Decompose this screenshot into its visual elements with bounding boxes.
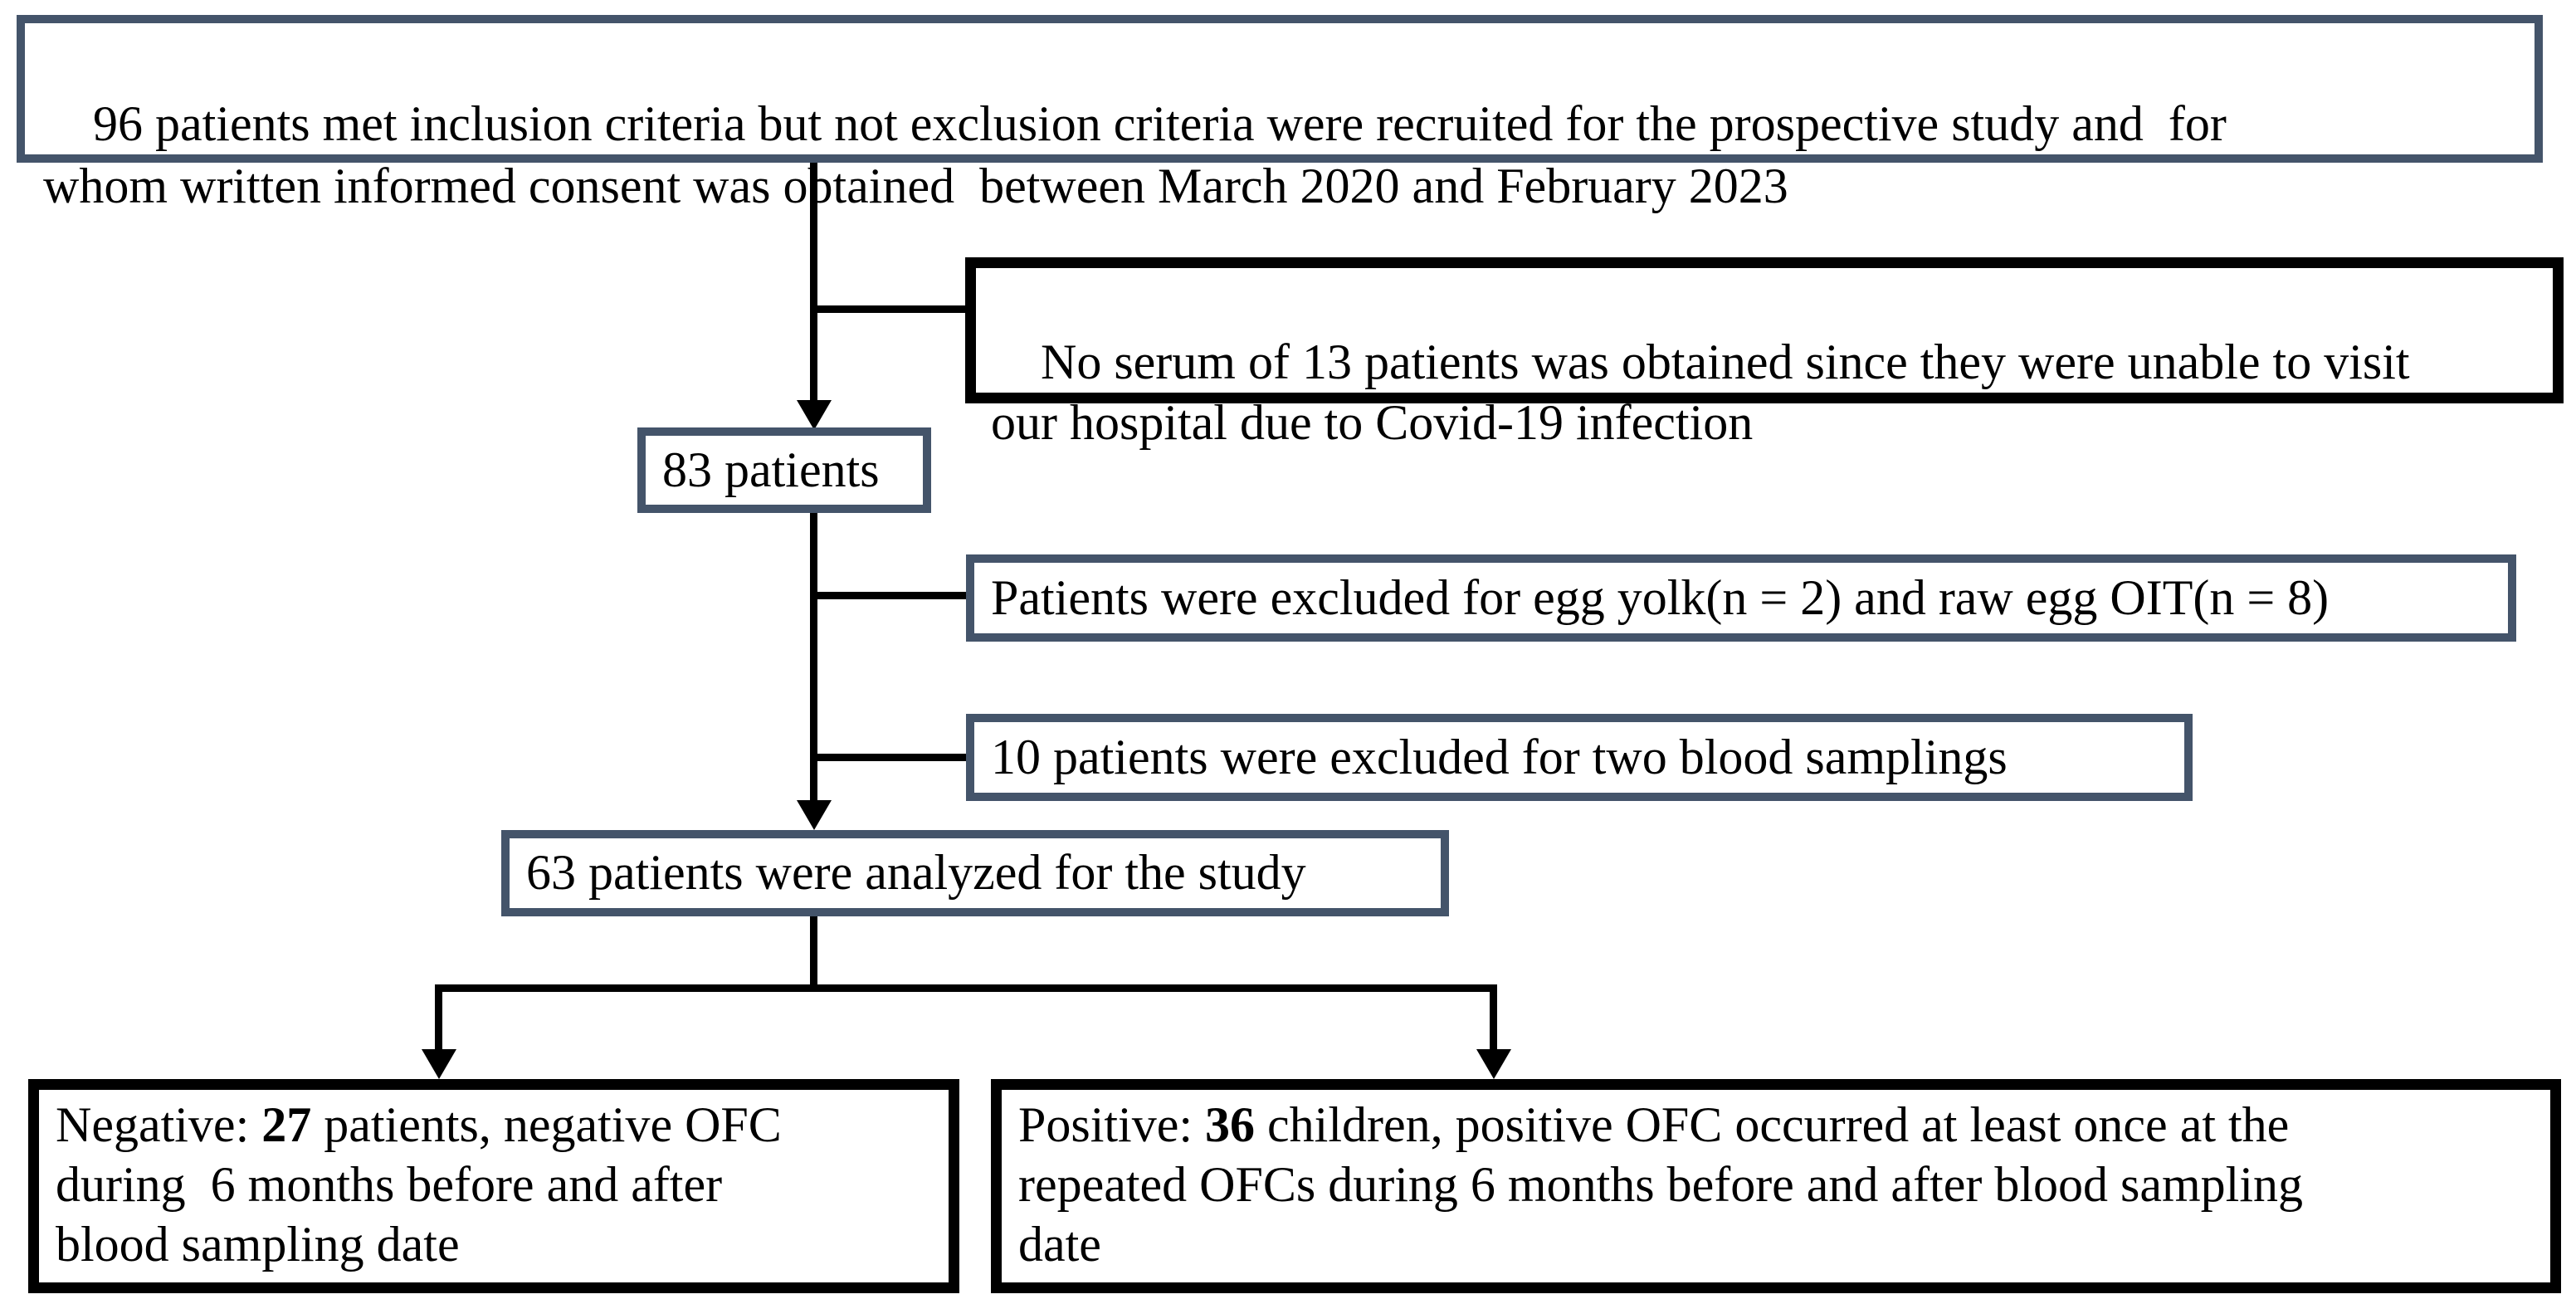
box-83-patients-text: 83 patients (662, 442, 880, 497)
connector-branch-no-serum (813, 305, 967, 313)
box-recruited-patients-text: 96 patients met inclusion criteria but n… (43, 95, 2227, 214)
down-arrowhead-icon (1476, 1049, 1511, 1079)
box-egg-exclusion: Patients were excluded for egg yolk(n = … (966, 554, 2516, 642)
box-63-analyzed-text: 63 patients were analyzed for the study (526, 845, 1306, 901)
negative-patient-count: 27 (261, 1097, 312, 1152)
box-negative-outcome-prefix: Negative: (56, 1097, 262, 1152)
box-negative-outcome-suffix: patients, negative OFC during 6 months b… (56, 1097, 782, 1272)
down-arrowhead-icon (797, 800, 832, 830)
down-arrowhead-icon (797, 400, 832, 430)
box-no-serum-excluded: No serum of 13 patients was obtained sin… (965, 257, 2564, 450)
box-83-patients: 83 patients (637, 427, 931, 513)
connector-split-bar (435, 984, 1497, 992)
connector-split-to-positive (1490, 984, 1497, 1052)
positive-patient-count: 36 (1205, 1097, 1256, 1152)
connector-83-to-63 (810, 513, 817, 803)
box-no-serum-excluded-text: No serum of 13 patients was obtained sin… (991, 335, 2410, 451)
box-blood-sampling-exclusion: 10 patients were excluded for two blood … (966, 714, 2193, 801)
connector-63-to-split (810, 916, 817, 989)
box-egg-exclusion-text: Patients were excluded for egg yolk(n = … (991, 569, 2330, 625)
connector-top-to-83 (810, 163, 817, 403)
box-positive-outcome-prefix: Positive: (1018, 1097, 1206, 1152)
connector-split-to-negative (435, 984, 442, 1052)
box-blood-sampling-exclusion-text: 10 patients were excluded for two blood … (991, 729, 2008, 784)
down-arrowhead-icon (422, 1049, 456, 1079)
connector-branch-egg-exclusion (813, 592, 968, 599)
box-negative-outcome: Negative: 27 patients, negative OFC duri… (28, 1079, 959, 1293)
box-positive-outcome: Positive: 36 children, positive OFC occu… (991, 1079, 2561, 1293)
box-positive-outcome-suffix: children, positive OFC occurred at least… (1018, 1097, 2303, 1272)
box-63-analyzed: 63 patients were analyzed for the study (501, 830, 1449, 916)
connector-branch-blood-sampling-exclusion (813, 754, 968, 761)
box-recruited-patients: 96 patients met inclusion criteria but n… (17, 15, 2543, 213)
